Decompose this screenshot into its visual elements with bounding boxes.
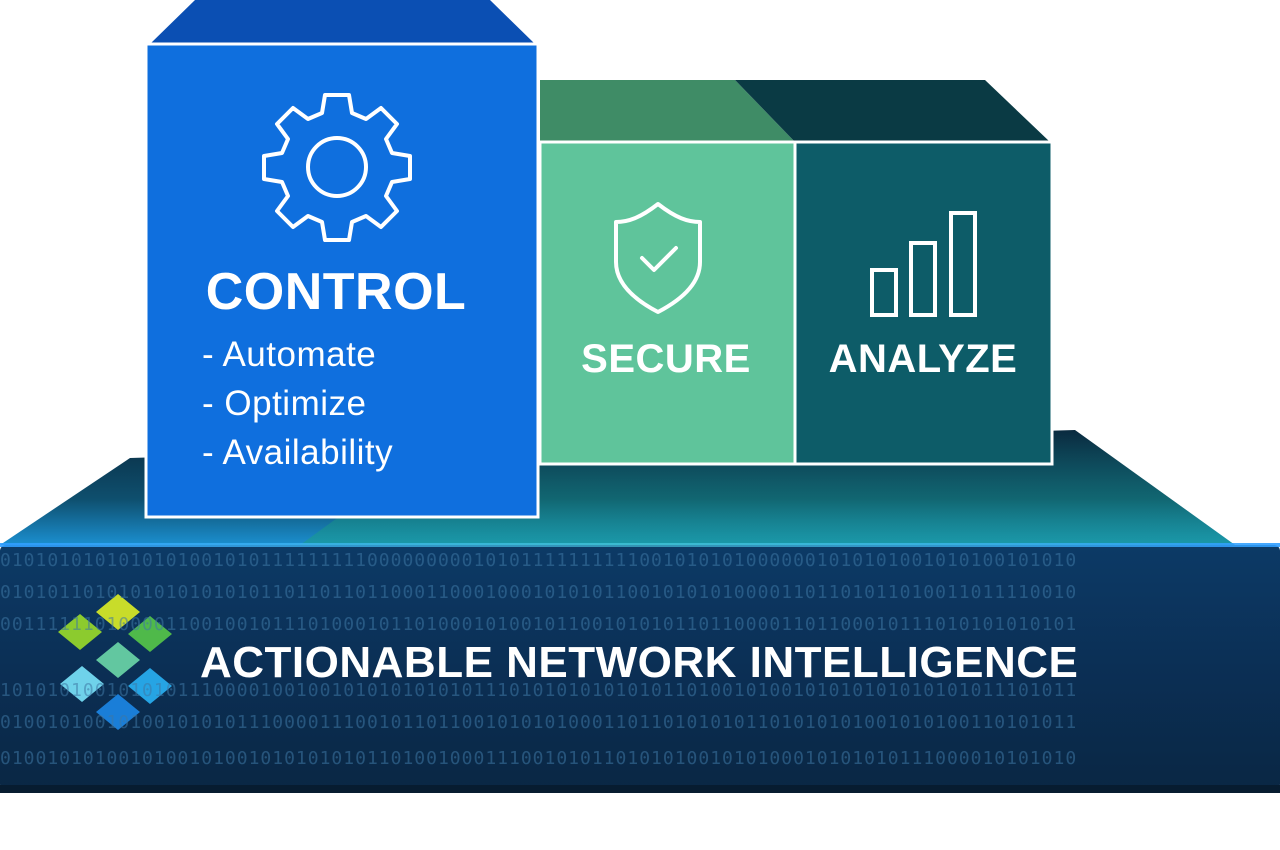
control-block-front	[144, 42, 540, 519]
binary-row: 0101010101010101001010111111111000000000…	[0, 550, 1078, 571]
gear-icon	[262, 93, 412, 242]
shield-check-icon	[614, 202, 702, 314]
secure-block-front	[538, 140, 797, 466]
binary-row: 1010101001010101110000100100101010101010…	[0, 680, 1078, 701]
bar-chart-icon	[870, 211, 977, 317]
secure-title: SECURE	[581, 337, 751, 381]
control-title: CONTROL	[205, 263, 467, 321]
platform-edge-highlight	[0, 543, 1280, 547]
binary-row: 0100101010010100101001010101010110100100…	[0, 748, 1078, 769]
platform-front-face	[0, 545, 1280, 790]
binary-row: 0011111101000011001001011101000101101000…	[0, 614, 1078, 635]
analyze-block-front	[793, 140, 1054, 466]
binary-row: 0101011010101010101010110110110110001100…	[0, 582, 1078, 603]
binary-row: 0100101001010010101011100001110010110110…	[0, 712, 1078, 733]
control-item-automate: - Automate	[202, 335, 377, 374]
secure-block-top	[540, 80, 795, 142]
control-item-optimize: - Optimize	[202, 384, 367, 423]
platform-bottom-shadow	[0, 785, 1280, 793]
platform-title: ACTIONABLE NETWORK INTELLIGENCE	[200, 638, 1079, 687]
control-item-availability: - Availability	[202, 433, 394, 472]
analyze-title: ANALYZE	[828, 337, 1018, 381]
diamond-grid-logo-icon	[58, 594, 172, 730]
control-block-top	[150, 0, 535, 44]
analyze-block-top	[735, 80, 1050, 142]
